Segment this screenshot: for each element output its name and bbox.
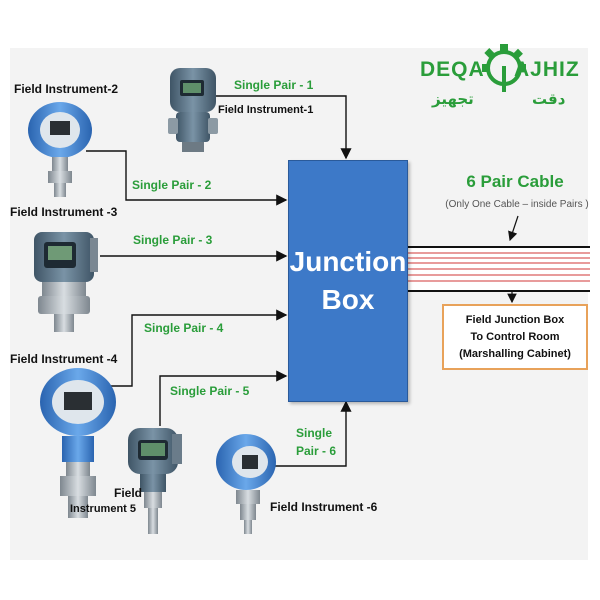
control-room-box: Field Junction Box To Control Room (Mars… bbox=[442, 304, 588, 370]
logo-text-right: AJHIZ bbox=[514, 58, 580, 81]
wire-pair-6 bbox=[270, 400, 352, 467]
field-instrument-6-label: Field Instrument -6 bbox=[270, 500, 378, 514]
cable-note: (Only One Cable – inside Pairs ) bbox=[445, 199, 589, 210]
junction-box: Junction Box bbox=[288, 160, 408, 402]
single-pair-5-label: Single Pair - 5 bbox=[170, 384, 250, 398]
single-pair-1-label: Single Pair - 1 bbox=[234, 78, 314, 92]
junction-box-line2: Box bbox=[321, 284, 375, 315]
cable-pointer-arrow bbox=[508, 215, 519, 242]
field-instrument-5-label-line1: Field bbox=[114, 486, 143, 500]
single-pair-2-label: Single Pair - 2 bbox=[132, 178, 212, 192]
wire-pair-4 bbox=[110, 309, 288, 387]
field-instrument-4-image bbox=[40, 368, 116, 518]
six-pair-cable bbox=[406, 246, 590, 292]
control-room-line3: (Marshalling Cabinet) bbox=[459, 347, 571, 360]
field-instrument-6-image bbox=[216, 434, 276, 534]
field-instrument-4-label: Field Instrument -4 bbox=[10, 352, 118, 366]
field-instrument-5-label-line2: Instrument 5 bbox=[70, 503, 137, 515]
field-instrument-2-label: Field Instrument-2 bbox=[14, 82, 119, 96]
wire-pair-1 bbox=[214, 95, 352, 160]
single-pair-3-label: Single Pair - 3 bbox=[133, 233, 213, 247]
junction-box-line1: Junction bbox=[289, 246, 407, 277]
cable-title: 6 Pair Cable bbox=[466, 172, 564, 191]
logo-persian-left: تجهیز bbox=[432, 90, 474, 108]
field-instrument-5-image bbox=[128, 428, 182, 534]
single-pair-6-label-line1: Single bbox=[296, 426, 333, 440]
field-instrument-2-image bbox=[28, 102, 92, 197]
field-instrument-3-image bbox=[34, 232, 98, 332]
field-instrument-1-label: Field Instrument-1 bbox=[218, 104, 314, 116]
single-pair-6-label-line2: Pair - 6 bbox=[296, 444, 337, 458]
gear-icon bbox=[482, 44, 526, 92]
single-pair-4-label: Single Pair - 4 bbox=[144, 321, 224, 335]
control-room-line2: To Control Room bbox=[470, 330, 560, 343]
wire-pair-2 bbox=[86, 150, 288, 206]
deqa-tajhiz-logo: DEQA AJHIZ تجهیز دقت bbox=[418, 36, 580, 116]
logo-text-left: DEQA bbox=[420, 58, 485, 81]
control-room-line1: Field Junction Box bbox=[465, 313, 565, 326]
field-instrument-3-label: Field Instrument -3 bbox=[10, 205, 118, 219]
wire-pair-5 bbox=[159, 370, 288, 426]
field-instrument-1-image bbox=[168, 68, 218, 152]
logo-persian-right: دقت bbox=[532, 90, 566, 108]
